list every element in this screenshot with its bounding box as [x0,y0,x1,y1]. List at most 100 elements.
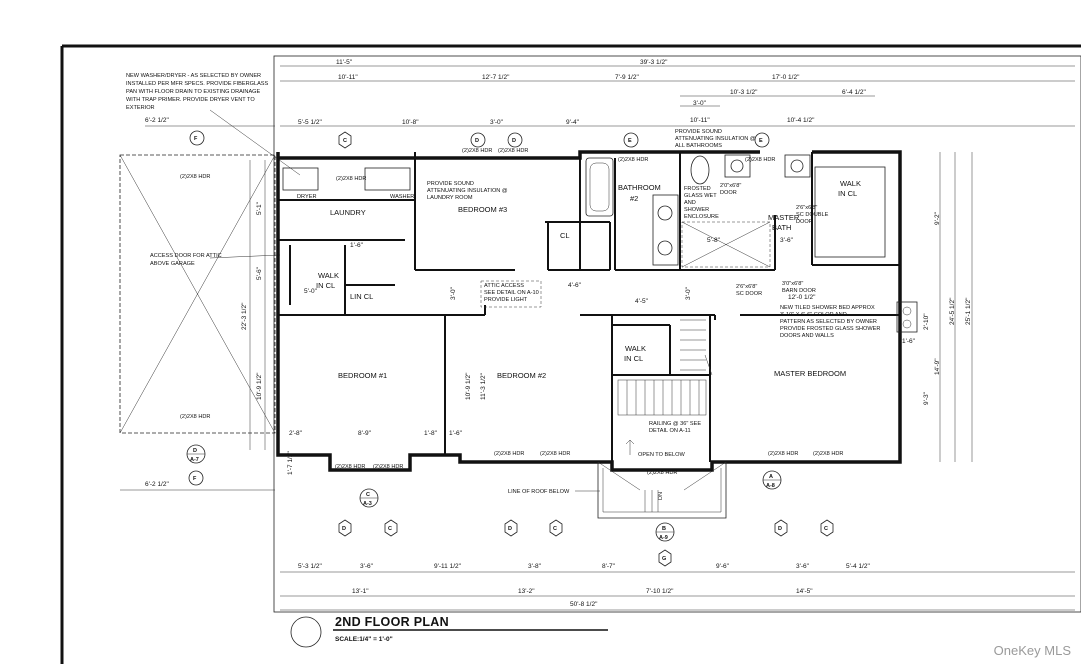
room-bedroom-1: BEDROOM #1 [338,371,387,380]
svg-text:GLASS WET: GLASS WET [684,193,717,199]
svg-text:A-7: A-7 [190,457,199,463]
marker-g: G [658,549,672,567]
marker-c-bottom-1: C [384,519,398,537]
fixtures [282,154,918,333]
svg-text:(2)2X8 HDR: (2)2X8 HDR [813,451,843,457]
svg-text:DETAIL ON A-11: DETAIL ON A-11 [649,428,691,434]
marker-c-top: C [338,131,352,149]
svg-text:1'-6": 1'-6" [350,242,364,249]
room-linen-closet: LIN CL [350,292,373,301]
room-bathroom-2: BATHROOM [618,183,661,192]
grid-markers: F C D D E E D A-7 F [186,130,834,567]
svg-text:11'-5": 11'-5" [336,59,353,66]
svg-text:A-9: A-9 [659,535,668,541]
svg-text:3'-10" X 6'-6" COLOR AND: 3'-10" X 6'-6" COLOR AND [780,312,847,318]
room-master-bedroom: MASTER BEDROOM [774,369,846,378]
svg-text:3'-0": 3'-0" [693,100,707,107]
svg-text:7'-9 1/2": 7'-9 1/2" [615,74,639,81]
svg-text:2'6"x6'8": 2'6"x6'8" [736,284,757,290]
svg-text:E: E [759,138,763,144]
svg-text:4'-6": 4'-6" [568,282,582,289]
svg-text:2'-8": 2'-8" [289,430,303,437]
svg-text:24'-5 1/2": 24'-5 1/2" [949,297,956,325]
svg-text:IN CL: IN CL [316,281,335,290]
svg-text:ATTENUATING INSULATION @: ATTENUATING INSULATION @ [427,188,508,194]
svg-text:13'-1": 13'-1" [352,588,369,595]
svg-text:INSTALLED PER MFR SPECS. PROVI: INSTALLED PER MFR SPECS. PROVIDE FIBERGL… [126,81,269,87]
svg-text:G: G [662,556,666,562]
left-dimensions: 5'-1" 22'-3 1/2" 5'-6" 10'-9 1/2" 1'-7 1… [241,160,294,475]
right-dimensions: 9'-2" 2'-10" 1'-6" 14'-9" 9'-3" 24'-5 1/… [902,152,973,462]
svg-text:9'-6": 9'-6" [716,563,730,570]
marker-e-top-2: E [754,132,770,148]
svg-text:C: C [553,526,557,532]
svg-text:(2)2X8 HDR: (2)2X8 HDR [336,176,366,182]
washer-dryer-note: NEW WASHER/DRYER - AS SELECTED BY OWNER … [126,73,301,176]
svg-text:AND: AND [684,200,696,206]
svg-text:9'-11 1/2": 9'-11 1/2" [434,563,462,570]
room-laundry: LAUNDRY [330,208,366,217]
svg-text:17'-0 1/2": 17'-0 1/2" [772,74,800,81]
entry-roof: LINE OF ROOF BELOW [508,461,727,519]
svg-text:FROSTED: FROSTED [684,186,711,192]
svg-text:C: C [388,526,392,532]
svg-text:4'-5": 4'-5" [635,298,649,305]
marker-d-bottom-1: D [338,519,352,537]
svg-text:IN CL: IN CL [624,354,643,363]
svg-text:IN CL: IN CL [838,189,857,198]
svg-text:BATH: BATH [772,223,791,232]
drawing-frame [273,55,1081,613]
bottom-dimensions: 5'-3 1/2" 3'-6" 9'-11 1/2" 3'-8" 8'-7" 9… [280,563,1075,611]
svg-text:5'-0": 5'-0" [304,288,318,295]
svg-text:12'-7 1/2": 12'-7 1/2" [482,74,510,81]
svg-text:2'-10": 2'-10" [923,313,930,330]
svg-text:F: F [194,136,198,142]
room-walk-in-closet-master: WALK [840,179,861,188]
svg-text:(2)2X8 HDR: (2)2X8 HDR [618,157,648,163]
svg-text:3'0"x6'8": 3'0"x6'8" [782,281,803,287]
svg-text:NEW TILED SHOWER BED APPROX: NEW TILED SHOWER BED APPROX [780,305,875,311]
svg-text:9'-3": 9'-3" [923,391,930,405]
svg-text:RAILING @ 36" SEE: RAILING @ 36" SEE [649,421,701,427]
garage-outline: 6'-2 1/2" 6'-2 1/2" ACCESS DOOR FOR ATTI… [119,117,281,491]
svg-text:PROVIDE SOUND: PROVIDE SOUND [427,181,474,187]
svg-text:(2)2X8 HDR: (2)2X8 HDR [768,451,798,457]
svg-text:OPEN TO BELOW: OPEN TO BELOW [638,452,685,458]
svg-text:10'-11": 10'-11" [690,117,710,124]
svg-text:DOOR: DOOR [720,190,737,196]
room-labels: LAUNDRY BEDROOM #3 BATHROOM #2 MASTER BA… [297,179,861,380]
svg-text:3'-8": 3'-8" [528,563,542,570]
svg-text:(2)2X8 HDR: (2)2X8 HDR [180,174,210,180]
svg-text:3'-6": 3'-6" [360,563,374,570]
svg-text:2'6"x6'8": 2'6"x6'8" [796,205,817,211]
svg-text:DOORS AND WALLS: DOORS AND WALLS [780,333,834,339]
svg-text:5'-6": 5'-6" [256,266,263,280]
svg-text:#2: #2 [630,194,638,203]
svg-text:5'-1": 5'-1" [256,201,263,215]
svg-text:39'-3 1/2": 39'-3 1/2" [640,59,668,66]
svg-text:11'-3 1/2": 11'-3 1/2" [480,372,487,400]
svg-text:10'-9 1/2": 10'-9 1/2" [256,372,263,400]
room-walk-in-closet-left: WALK [318,271,339,280]
svg-text:DOOR: DOOR [796,219,813,225]
svg-text:7'-10 1/2": 7'-10 1/2" [646,588,674,595]
svg-text:D: D [475,138,479,144]
svg-text:ATTENUATING INSULATION @: ATTENUATING INSULATION @ [675,136,756,142]
svg-text:14'-5": 14'-5" [796,588,813,595]
svg-text:12'-0 1/2": 12'-0 1/2" [788,294,816,301]
svg-text:3'-0": 3'-0" [685,286,692,300]
svg-text:3'-0": 3'-0" [490,119,504,126]
section-a9: B A-9 [655,522,675,542]
svg-text:10'-4 1/2": 10'-4 1/2" [787,117,815,124]
svg-text:1'-8": 1'-8" [424,430,438,437]
section-a8: A A-8 [762,470,782,490]
svg-text:10'-9 1/2": 10'-9 1/2" [465,372,472,400]
svg-text:DN: DN [658,492,664,500]
svg-text:1'-7 1/2": 1'-7 1/2" [287,451,294,475]
svg-text:E: E [628,138,632,144]
svg-text:(2)2X8 HDR: (2)2X8 HDR [462,148,492,154]
svg-text:ACCESS DOOR FOR ATTIC: ACCESS DOOR FOR ATTIC [150,253,222,259]
svg-text:SC DOOR: SC DOOR [736,291,762,297]
svg-text:3'-0": 3'-0" [450,286,457,300]
svg-text:PAN WITH FLOOR DRAIN TO EXISTI: PAN WITH FLOOR DRAIN TO EXISTING DRAINAG… [126,89,261,95]
